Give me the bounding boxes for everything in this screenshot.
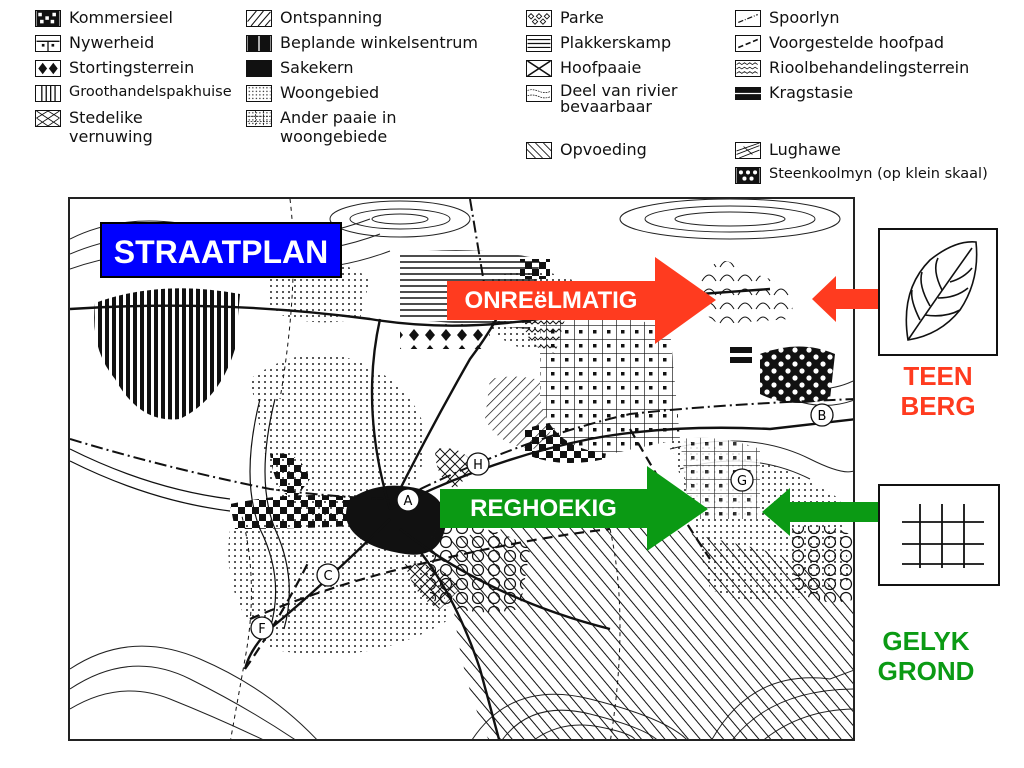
legend-label: Groothandelspakhuise	[69, 84, 232, 100]
svg-text:H: H	[473, 458, 483, 473]
legend-item-railway: Spoorlyn	[735, 8, 840, 27]
svg-text:B: B	[818, 409, 827, 424]
legend-item-sewage: Rioolbehandelingsterrein	[735, 58, 969, 77]
legend-item-business-core: Sakekern	[246, 58, 353, 77]
business-core-swatch-icon	[246, 60, 272, 77]
coal-mine-swatch-icon	[735, 167, 761, 184]
teen-berg-label: TEEN BERG	[900, 361, 976, 421]
power-station-swatch-icon	[735, 85, 761, 102]
legend-item-proposed-road: Voorgestelde hoofpad	[735, 33, 944, 52]
legend-item-airport: Lughawe	[735, 140, 841, 159]
parks-swatch-icon	[526, 10, 552, 27]
legend-label: Stortingsterrein	[69, 58, 195, 77]
railway-swatch-icon	[735, 10, 761, 27]
legend-label: Voorgestelde hoofpad	[769, 33, 945, 52]
main-roads-swatch-icon	[526, 60, 552, 77]
svg-text:C: C	[323, 569, 332, 584]
legend-label: Ontspanning	[280, 8, 383, 27]
navigable-river-swatch-icon	[526, 85, 552, 102]
gelyk-grond-label: GELYK GROND	[877, 626, 975, 686]
grid-callout-arrow	[440, 466, 708, 551]
svg-text:A: A	[404, 494, 413, 509]
dump-site-swatch-icon	[35, 60, 61, 77]
marker-c: C	[316, 563, 340, 587]
map-drawing: A B C F G H	[70, 199, 853, 739]
legend-item-squatter-camp: Plakkerskamp	[526, 33, 671, 52]
marker-b: B	[810, 403, 834, 427]
legend-label: Parke	[560, 8, 604, 27]
legend-label: Plakkerskamp	[560, 33, 672, 52]
marker-g: G	[730, 468, 754, 492]
gelyk-grond-pointer-arrow	[762, 488, 890, 536]
legend-item-coal-mine: Steenkoolmyn (op klein skaal)	[735, 165, 988, 184]
wholesale-warehouse-swatch-icon	[35, 85, 61, 102]
legend-label: Ander paaie in woongebiede	[280, 108, 397, 146]
legend-label: Rioolbehandelingsterrein	[769, 58, 970, 77]
residential-area-swatch-icon	[246, 85, 272, 102]
legend-label: Stedelike vernuwing	[69, 108, 153, 146]
sewage-works-swatch-icon	[735, 60, 761, 77]
legend-label: Hoofpaaie	[560, 58, 642, 77]
legend-item-wholesale: Groothandelspakhuise	[35, 83, 232, 102]
industry-swatch-icon	[35, 35, 61, 52]
legend-label: Opvoeding	[560, 140, 647, 159]
legend-item-dump-site: Stortingsterrein	[35, 58, 194, 77]
planned-shopping-centre-swatch-icon	[246, 35, 272, 52]
legend-label: Deel van rivier bevaarbaar	[560, 81, 678, 116]
map-title: STRAATPLAN	[100, 222, 342, 278]
grid-pattern-box	[878, 484, 1000, 586]
legend-item-power-station: Kragstasie	[735, 83, 853, 102]
proposed-main-road-swatch-icon	[735, 35, 761, 52]
legend-item-residential: Woongebied	[246, 83, 379, 102]
irregular-callout-arrow	[447, 257, 716, 344]
legend-item-river: Deel van rivier bevaarbaar	[526, 83, 726, 115]
legend-item-urban-renewal: Stedelike vernuwing	[35, 108, 235, 146]
legend-label: Beplande winkelsentrum	[280, 33, 479, 52]
leaf-vein-pattern-icon	[905, 241, 978, 341]
legend-item-recreation: Ontspanning	[246, 8, 382, 27]
marker-a: A	[396, 488, 420, 512]
grid-pattern-icon	[902, 504, 984, 568]
marker-h: H	[466, 452, 490, 476]
street-plan-map: A B C F G H	[68, 197, 855, 741]
leaf-vein-pattern-box	[878, 228, 998, 356]
legend-label: Kragstasie	[769, 83, 854, 102]
residential-roads-swatch-icon	[246, 110, 272, 127]
legend-item-shopping-centre: Beplande winkelsentrum	[246, 33, 478, 52]
svg-text:F: F	[258, 622, 265, 637]
urban-renewal-swatch-icon	[35, 110, 61, 127]
map-legend: Kommersieel Nywerheid Stortingsterrein G…	[0, 0, 1024, 196]
education-swatch-icon	[526, 142, 552, 159]
airport-swatch-icon	[735, 142, 761, 159]
legend-item-commercial: Kommersieel	[35, 8, 173, 27]
commercial-swatch-icon	[35, 10, 61, 27]
legend-item-main-roads: Hoofpaaie	[526, 58, 641, 77]
marker-f: F	[250, 616, 274, 640]
legend-label: Nywerheid	[69, 33, 155, 52]
squatter-camp-swatch-icon	[526, 35, 552, 52]
svg-text:G: G	[737, 474, 747, 489]
legend-label: Lughawe	[769, 140, 841, 159]
legend-label: Steenkoolmyn (op klein skaal)	[769, 166, 988, 182]
recreation-swatch-icon	[246, 10, 272, 27]
legend-label: Kommersieel	[69, 8, 173, 27]
legend-item-residential-roads: Ander paaie in woongebiede	[246, 108, 446, 146]
teen-berg-pointer-arrow	[812, 276, 890, 322]
irregular-callout-label: ONREëLMATIG	[464, 287, 638, 314]
grid-callout-label: REGHOEKIG	[470, 495, 617, 522]
legend-item-parks: Parke	[526, 8, 604, 27]
legend-item-education: Opvoeding	[526, 140, 647, 159]
legend-item-industry: Nywerheid	[35, 33, 154, 52]
legend-label: Woongebied	[280, 83, 380, 102]
legend-label: Spoorlyn	[769, 8, 840, 27]
legend-label: Sakekern	[280, 58, 354, 77]
